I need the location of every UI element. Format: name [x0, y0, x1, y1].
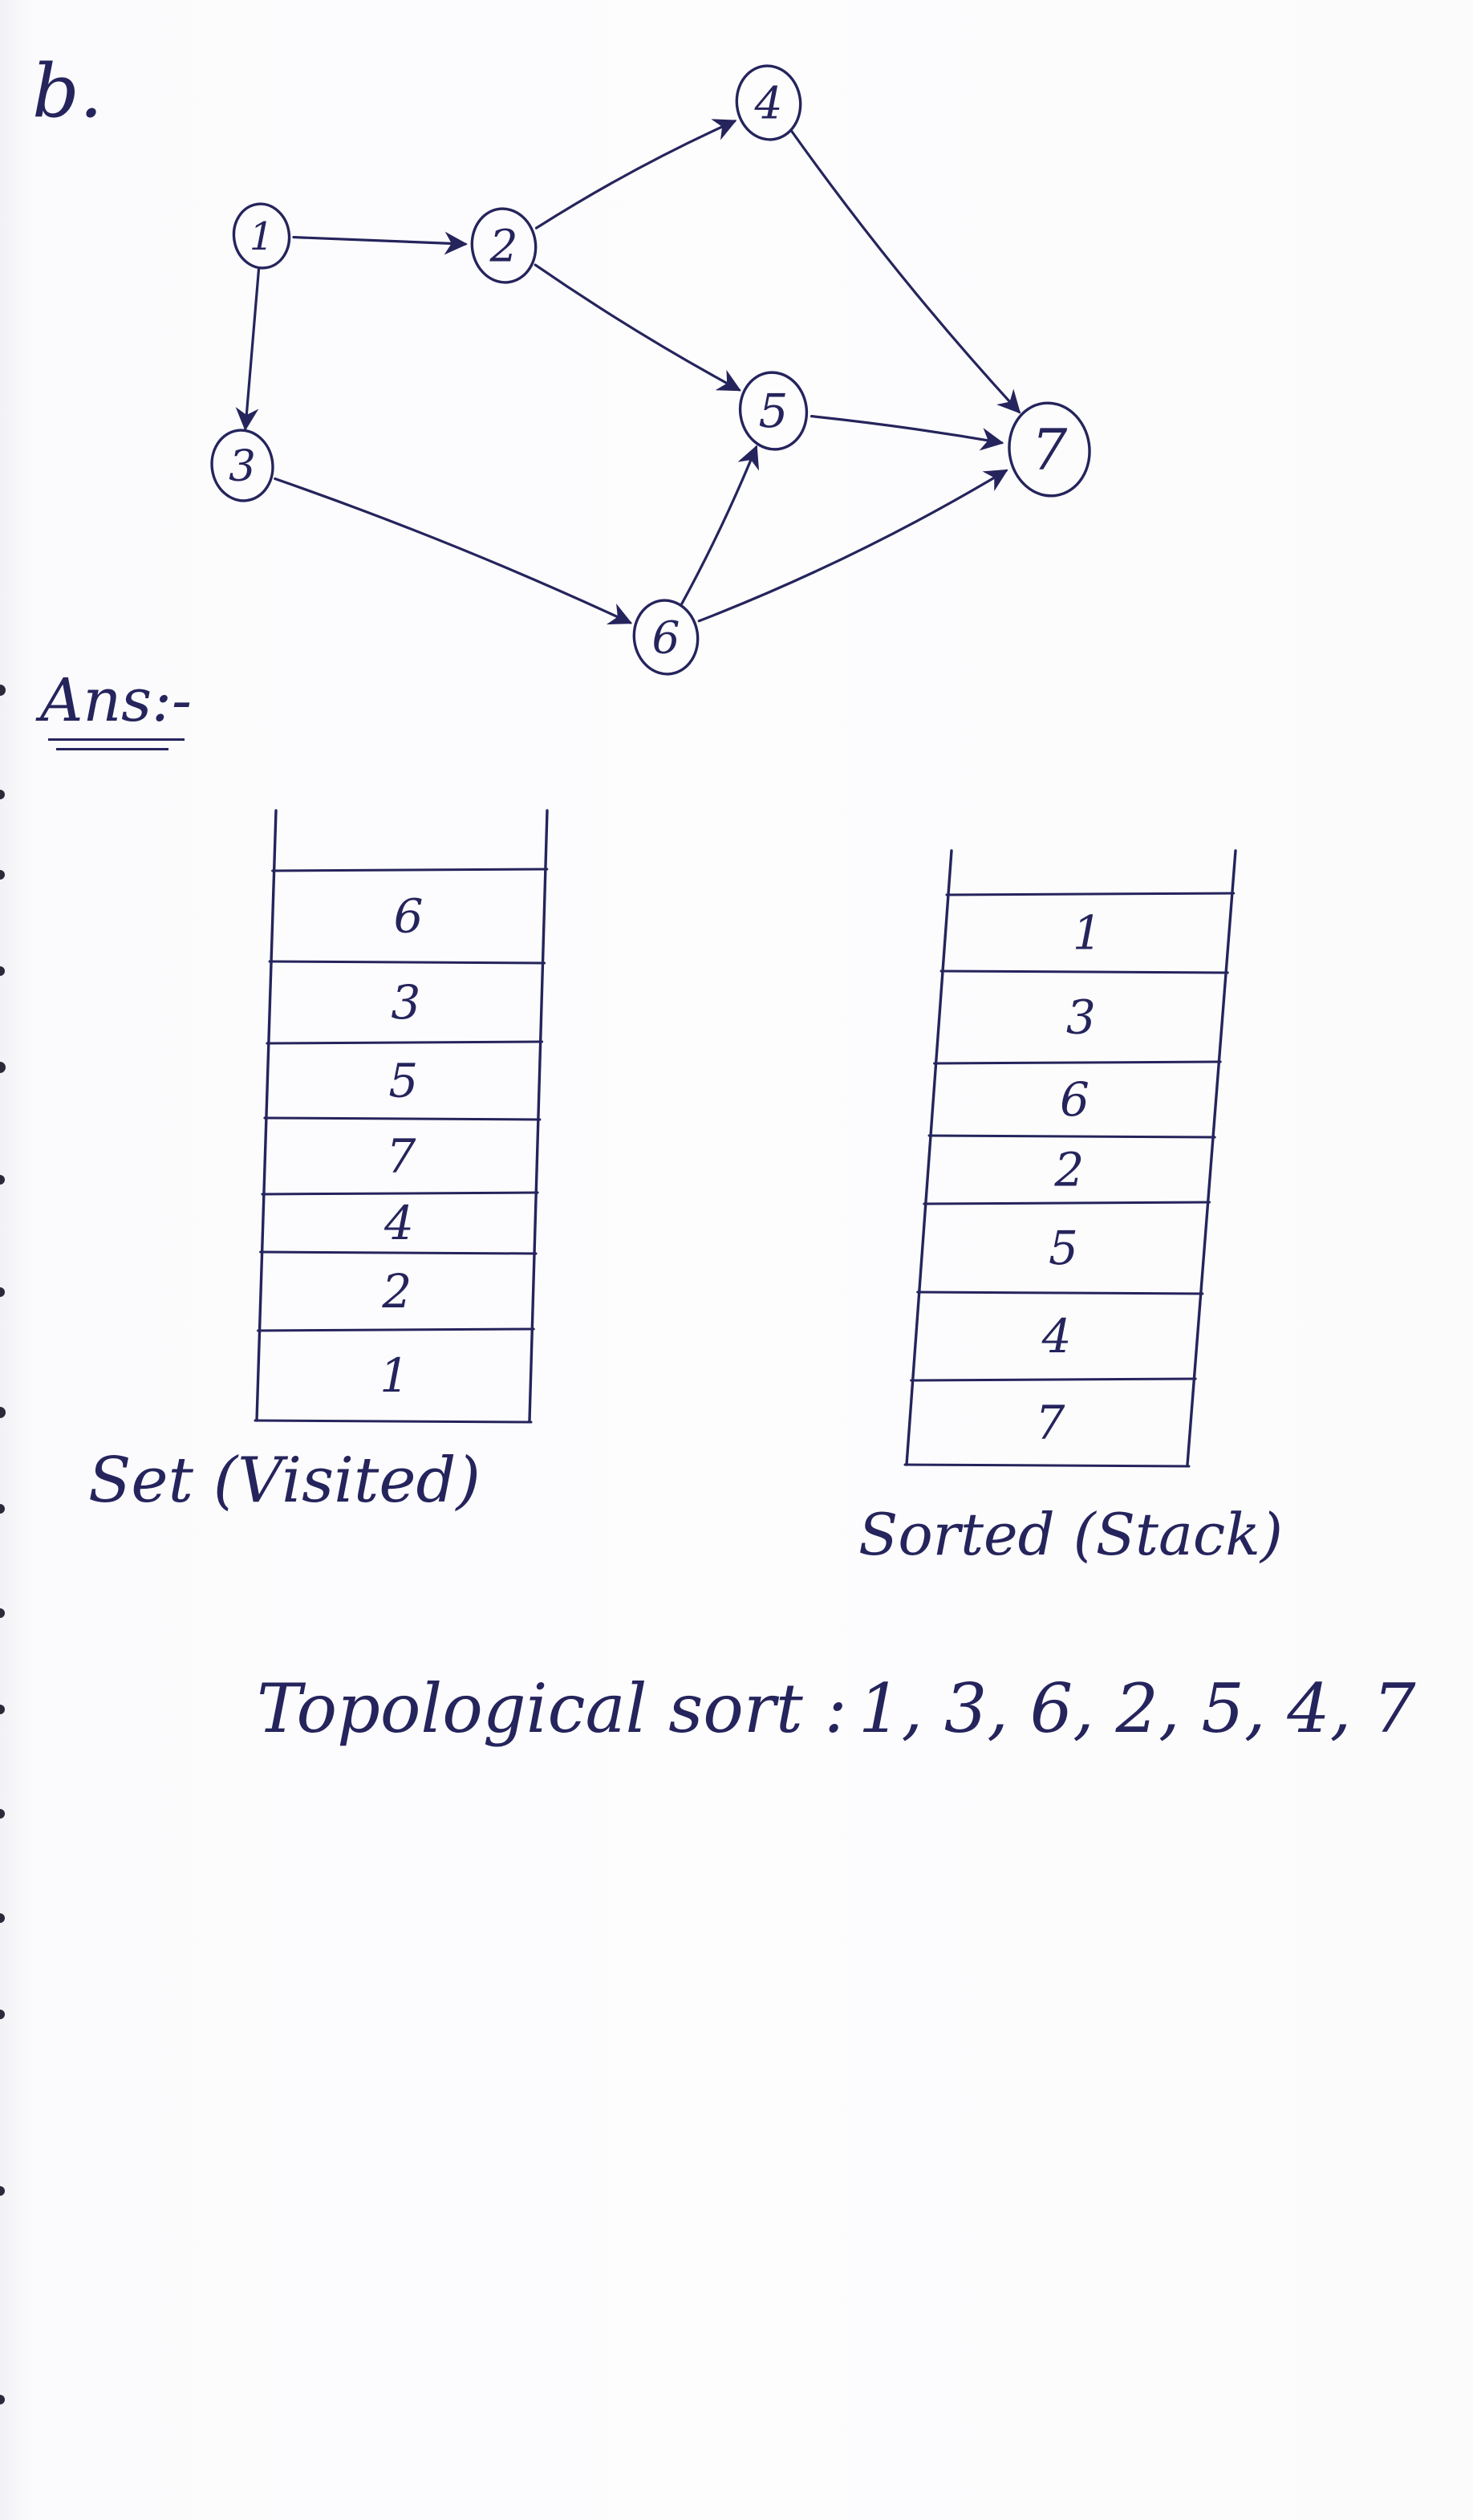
- visited-set-cell: 5: [388, 1054, 418, 1108]
- sorted-stack-row-line: [916, 1290, 1204, 1295]
- sorted-stack-cell: 4: [1041, 1309, 1072, 1364]
- edge-5-to-7: [810, 415, 1004, 451]
- sorted-stack-row-line: [923, 1201, 1211, 1205]
- answer-underline: [48, 738, 185, 741]
- sorted-stack-cell: 1: [1073, 906, 1102, 961]
- edge-2-to-5: [534, 263, 741, 392]
- visited-set-row-line: [257, 1327, 535, 1332]
- node-5-label: 5: [759, 384, 789, 438]
- sorted-stack-row-line: [927, 1134, 1216, 1139]
- visited-set-cell: 2: [381, 1264, 412, 1319]
- visited-set-cell: 3: [391, 975, 420, 1030]
- visited-set-row-line: [261, 1191, 539, 1196]
- node-3-label: 3: [229, 441, 256, 490]
- edge-6-to-5: [680, 445, 760, 606]
- node-3-circle: [210, 429, 274, 502]
- node-2-circle: [470, 207, 538, 284]
- edge-1-to-2: [292, 231, 468, 255]
- visited-set-row-line: [266, 1040, 544, 1045]
- sorted-stack-border-left: [905, 849, 953, 1466]
- node-7: 7: [1008, 401, 1091, 498]
- visited-set-cell: 4: [383, 1196, 414, 1250]
- edge-3-to-6: [274, 477, 633, 625]
- answer-underline-2: [56, 748, 168, 750]
- visited-set-row-line: [254, 1419, 533, 1424]
- visited-set-border-left: [255, 809, 278, 1422]
- sorted-stack-row-line: [945, 892, 1236, 896]
- visited-set-cell: 1: [379, 1348, 409, 1403]
- edge-4-to-7: [790, 130, 1021, 414]
- visited-set-border-right: [528, 809, 549, 1422]
- edge-1-to-3: [235, 266, 261, 432]
- node-1-circle: [232, 202, 291, 270]
- directed-graph: 1 2 3 4 5 6 7: [210, 64, 1091, 676]
- node-4-circle: [735, 64, 802, 141]
- sorted-stack-border-right: [1186, 849, 1237, 1466]
- sorted-stack-table: 1 3 6 2 5 4 7: [903, 849, 1237, 1468]
- node-6-label: 6: [652, 612, 680, 663]
- sorted-stack-row-line: [939, 969, 1229, 974]
- node-7-circle: [1008, 401, 1091, 498]
- visited-set-cell: 6: [394, 889, 424, 944]
- edge-2-to-4: [534, 119, 737, 230]
- sorted-stack-row-line: [903, 1463, 1191, 1468]
- visited-set-row-line: [259, 1250, 538, 1255]
- node-6: 6: [632, 599, 700, 676]
- sorted-stack-row-line: [910, 1377, 1197, 1382]
- node-1-label: 1: [250, 214, 274, 259]
- node-3: 3: [210, 429, 274, 502]
- part-label: b.: [32, 48, 103, 134]
- sorted-stack-cell: 5: [1049, 1221, 1078, 1275]
- sorted-stack-cell: 7: [1036, 1396, 1065, 1450]
- node-4-label: 4: [754, 77, 783, 128]
- edge-6-to-7: [697, 469, 1008, 623]
- topological-sort-label: Topological sort :: [257, 1669, 847, 1748]
- visited-set-cell: 7: [387, 1129, 416, 1184]
- answer-label: Ans:-: [40, 666, 193, 735]
- sorted-stack-caption: Sorted (Stack): [858, 1501, 1283, 1568]
- visited-set-row-line: [263, 1116, 542, 1121]
- node-5: 5: [738, 371, 809, 451]
- node-5-circle: [738, 371, 809, 451]
- sorted-stack-cell: 2: [1053, 1143, 1084, 1197]
- visited-set-table: 6 3 5 7 4 2 1: [254, 809, 549, 1424]
- sorted-stack-row-line: [933, 1060, 1222, 1065]
- visited-set-caption: Set (Visited): [88, 1445, 481, 1517]
- node-6-circle: [632, 599, 700, 676]
- visited-set-row-line: [268, 960, 546, 965]
- node-4: 4: [735, 64, 802, 141]
- sorted-stack-cell: 6: [1060, 1072, 1090, 1127]
- notebook-holes: [0, 685, 6, 2404]
- node-7-label: 7: [1032, 417, 1068, 482]
- visited-set-row-line: [271, 868, 549, 872]
- node-2: 2: [470, 207, 538, 284]
- node-1: 1: [232, 202, 291, 270]
- sorted-stack-cell: 3: [1066, 990, 1096, 1045]
- node-2-label: 2: [489, 220, 518, 271]
- topological-sort-sequence: 1, 3, 6, 2, 5, 4, 7: [858, 1669, 1416, 1748]
